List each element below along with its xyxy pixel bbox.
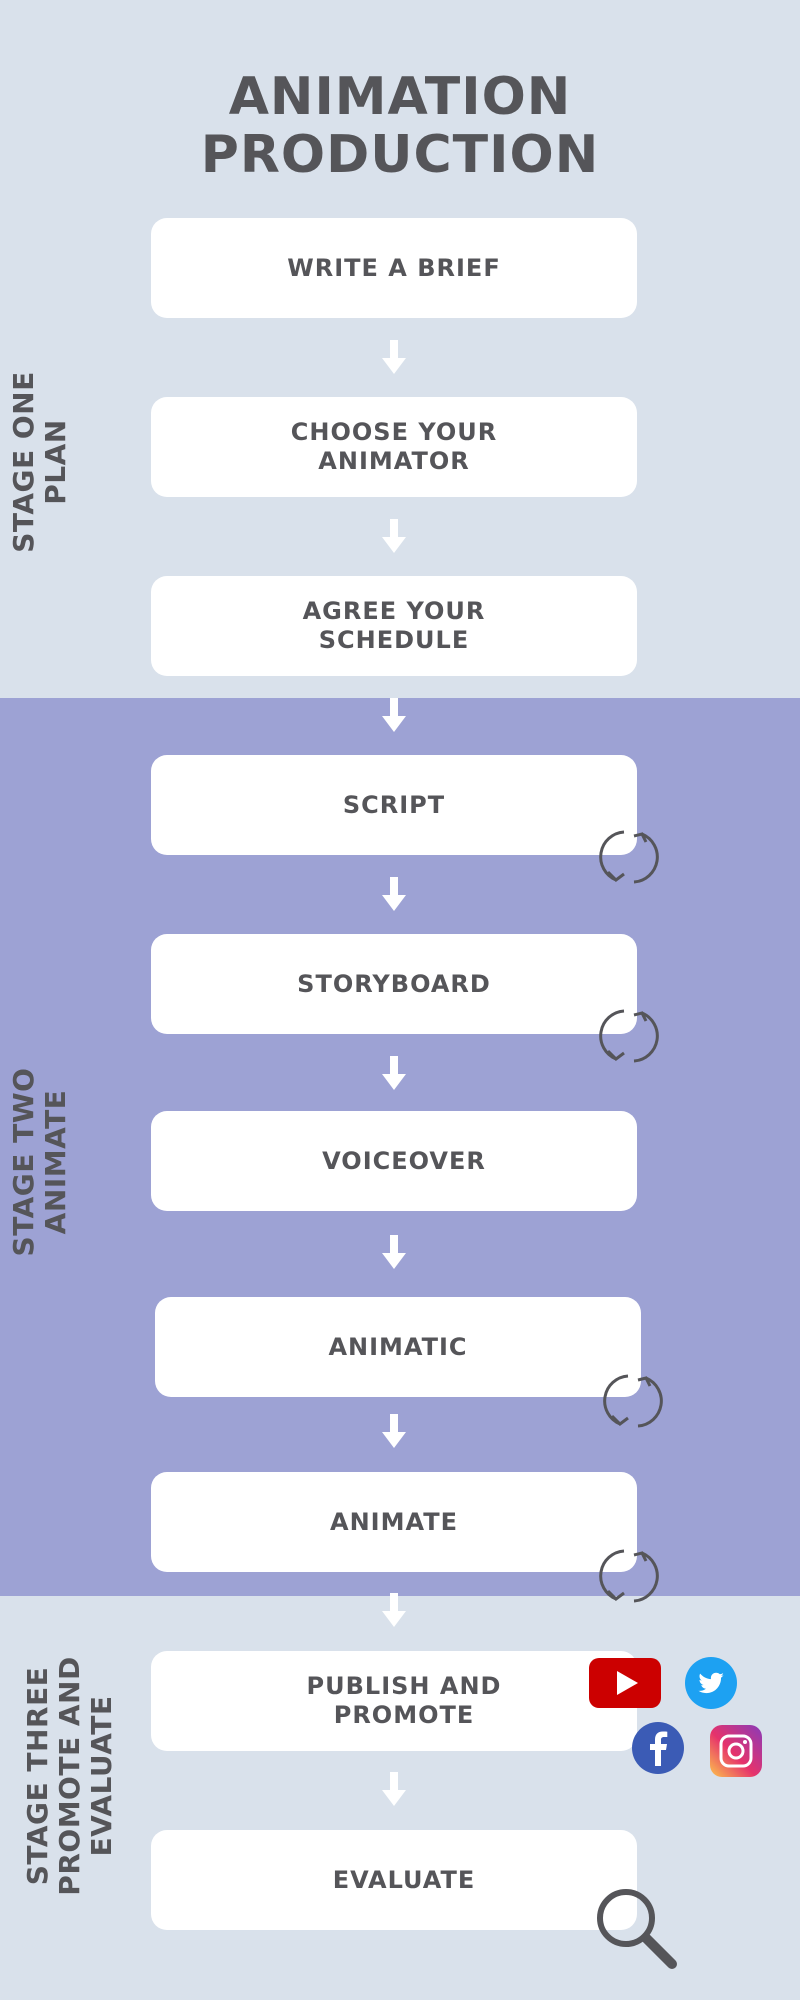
youtube-icon: [589, 1658, 661, 1708]
step-label: CHOOSE YOUR: [290, 418, 498, 446]
step-label: VOICEOVER: [322, 1146, 486, 1175]
step-label: SCHEDULE: [318, 626, 470, 654]
stage-one-label-line-2: PLAN: [39, 419, 72, 505]
twitter-icon: [685, 1657, 737, 1709]
step-evaluate: EVALUATE: [151, 1830, 637, 1930]
arrow-down-icon: [382, 1056, 406, 1090]
arrow-down-icon: [382, 1414, 406, 1448]
stage-one-label-line-1: STAGE ONE: [7, 371, 40, 553]
stage-two-label: STAGE TWO ANIMATE: [7, 1052, 72, 1272]
title-line-2: PRODUCTION: [200, 125, 600, 185]
refresh-cycle-icon: [603, 1374, 663, 1428]
arrow-down-icon: [382, 698, 406, 732]
stage-three-label-line-3: EVALUATE: [85, 1695, 118, 1857]
arrow-down-icon: [382, 340, 406, 374]
page-title: ANIMATION PRODUCTION: [0, 68, 800, 184]
step-script: SCRIPT: [151, 755, 637, 855]
step-storyboard: STORYBOARD: [151, 934, 637, 1034]
step-label: PROMOTE: [333, 1701, 475, 1729]
step-animate: ANIMATE: [151, 1472, 637, 1572]
step-label: ANIMATOR: [318, 447, 470, 475]
magnifying-glass-icon: [597, 1889, 677, 1969]
step-voiceover: VOICEOVER: [151, 1111, 637, 1211]
arrow-down-icon: [382, 877, 406, 911]
step-label: ANIMATIC: [328, 1332, 468, 1361]
step-choose-your-animator: CHOOSE YOUR ANIMATOR: [151, 397, 637, 497]
stage-three-label: STAGE THREE PROMOTE AND EVALUATE: [21, 1651, 118, 1901]
arrow-down-icon: [382, 1235, 406, 1269]
stage-three-label-line-2: PROMOTE AND: [53, 1656, 86, 1896]
step-animatic: ANIMATIC: [155, 1297, 641, 1397]
refresh-cycle-icon: [599, 1009, 659, 1063]
step-agree-your-schedule: AGREE YOUR SCHEDULE: [151, 576, 637, 676]
arrow-down-icon: [382, 519, 406, 553]
step-label: STORYBOARD: [297, 969, 491, 998]
step-label: EVALUATE: [332, 1865, 476, 1894]
step-publish-and-promote: PUBLISH AND PROMOTE: [151, 1651, 637, 1751]
step-label: WRITE A BRIEF: [287, 253, 501, 282]
stage-two-label-line-1: STAGE TWO: [7, 1067, 40, 1257]
stage-two-label-line-2: ANIMATE: [39, 1089, 72, 1235]
instagram-icon: [710, 1725, 762, 1777]
step-write-a-brief: WRITE A BRIEF: [151, 218, 637, 318]
step-label: SCRIPT: [342, 790, 446, 819]
refresh-cycle-icon: [599, 1549, 659, 1603]
stage-one-label: STAGE ONE PLAN: [7, 362, 72, 562]
step-label: AGREE YOUR: [302, 597, 486, 625]
facebook-icon: [632, 1722, 684, 1774]
step-label: ANIMATE: [330, 1507, 458, 1536]
refresh-cycle-icon: [599, 830, 659, 884]
title-line-1: ANIMATION: [228, 67, 572, 127]
arrow-down-icon: [382, 1593, 406, 1627]
stage-three-label-line-1: STAGE THREE: [21, 1666, 54, 1886]
arrow-down-icon: [382, 1772, 406, 1806]
step-label: PUBLISH AND: [306, 1672, 502, 1700]
